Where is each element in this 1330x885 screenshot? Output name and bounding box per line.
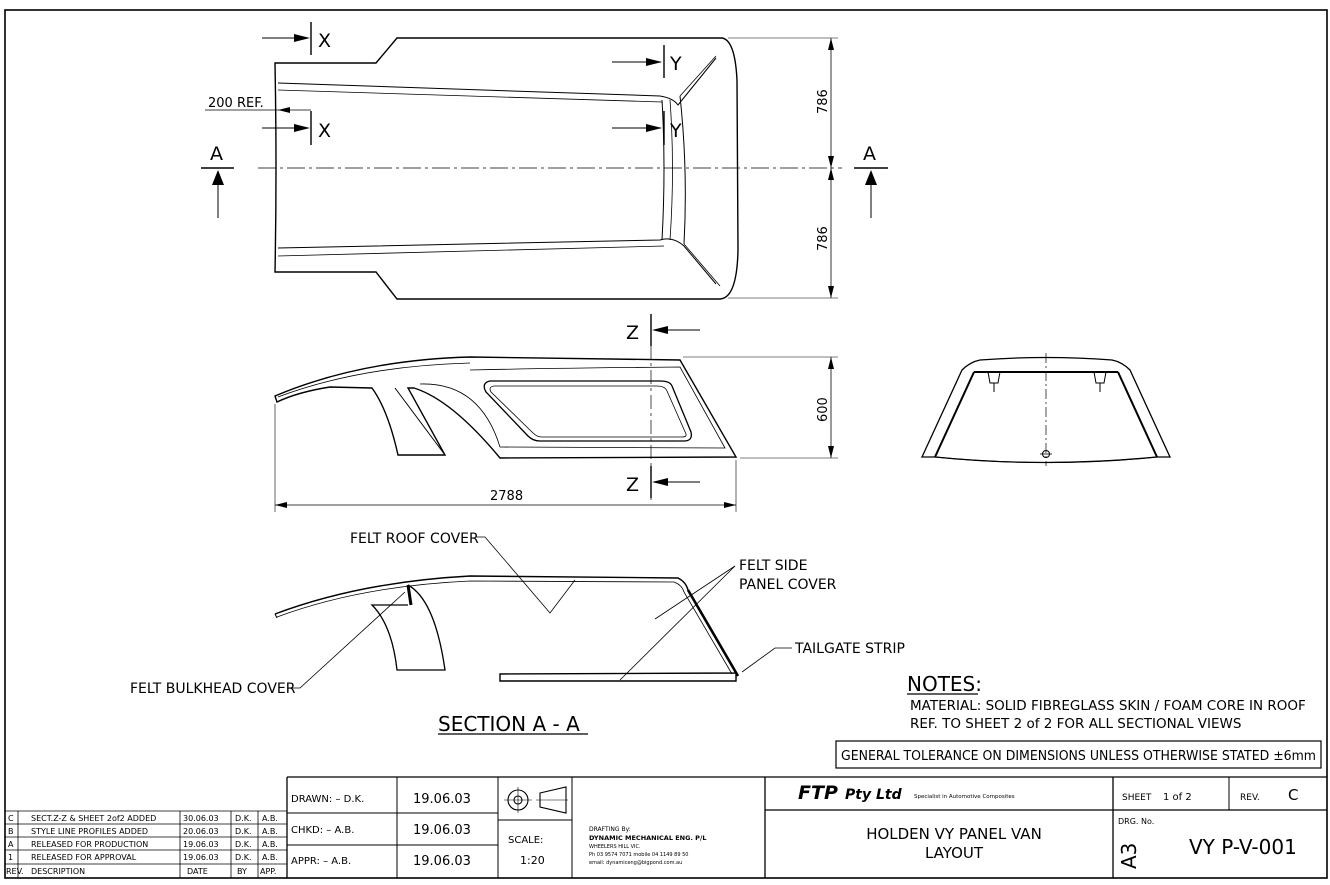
rev-row-1-app: A.B. bbox=[262, 853, 278, 862]
rev-value: C bbox=[1288, 786, 1298, 804]
title-block bbox=[286, 776, 1327, 878]
rev-row-1-rev: 1 bbox=[8, 853, 13, 862]
rev-row-b-rev: B bbox=[8, 827, 14, 836]
drawing-number: VY P-V-001 bbox=[1189, 835, 1297, 859]
rev-header-date: DATE bbox=[187, 867, 208, 876]
rev-row-1-date: 19.06.03 bbox=[183, 853, 219, 862]
tailgate-strip-label: TAILGATE STRIP bbox=[794, 641, 905, 657]
company-suffix: Pty Ltd bbox=[845, 787, 903, 803]
checked-by: CHKD: – A.B. bbox=[291, 825, 354, 836]
side-window bbox=[483, 380, 692, 442]
section-title: SECTION A - A bbox=[438, 712, 580, 736]
drawing-title-line-2: LAYOUT bbox=[925, 844, 984, 862]
notes-line-1: MATERIAL: SOLID FIBREGLASS SKIN / FOAM C… bbox=[910, 698, 1306, 714]
felt-bulkhead-cover-label: FELT BULKHEAD COVER bbox=[130, 681, 296, 697]
dim-lower-786: 786 bbox=[816, 226, 831, 251]
scale-value: 1:20 bbox=[520, 854, 545, 867]
side-outline bbox=[274, 356, 738, 459]
section-a-right-label: A bbox=[863, 143, 876, 165]
rev-row-b-by: D.K. bbox=[235, 827, 252, 836]
drawing-title-line-1: HOLDEN VY PANEL VAN bbox=[866, 825, 1042, 843]
section-x-top-label: X bbox=[318, 30, 331, 52]
rev-row-b-date: 20.06.03 bbox=[183, 827, 219, 836]
plan-view bbox=[201, 22, 888, 300]
sheet-border bbox=[4, 9, 1328, 879]
felt-side-panel-label-2: PANEL COVER bbox=[739, 577, 837, 593]
checked-date: 19.06.03 bbox=[413, 823, 471, 838]
section-y-bottom-label: Y bbox=[669, 120, 682, 142]
notes-line-2: REF. TO SHEET 2 of 2 FOR ALL SECTIONAL V… bbox=[910, 716, 1241, 732]
drafting-location: WHEELERS HILL VIC. bbox=[589, 844, 641, 850]
side-view bbox=[274, 314, 838, 512]
approved-by: APPR: – A.B. bbox=[291, 856, 351, 867]
section-a-left-label: A bbox=[210, 143, 223, 165]
drawn-by: DRAWN: – D.K. bbox=[291, 794, 364, 805]
ref-dimension-label: 200 REF. bbox=[208, 96, 264, 111]
drafting-phone: Ph 03 9574 7071 mobile 04 1149 89 50 bbox=[589, 852, 688, 858]
sheet-value: 1 of 2 bbox=[1163, 792, 1192, 803]
approved-date: 19.06.03 bbox=[413, 854, 471, 869]
sheet-label: SHEET bbox=[1122, 793, 1152, 803]
scale-label: SCALE: bbox=[508, 835, 543, 846]
section-a-a bbox=[274, 536, 792, 735]
rev-row-c-app: A.B. bbox=[262, 814, 278, 823]
rev-label: REV. bbox=[1240, 793, 1260, 803]
rev-header-app: APP. bbox=[260, 867, 276, 876]
section-y-top-label: Y bbox=[669, 53, 682, 75]
revision-rows: C SECT.Z-Z & SHEET 2of2 ADDED 30.06.03 D… bbox=[6, 814, 278, 876]
company-tagline: Specialist in Automotive Composites bbox=[914, 794, 1015, 800]
tolerance-note: GENERAL TOLERANCE ON DIMENSIONS UNLESS O… bbox=[841, 748, 1316, 764]
rev-row-b-desc: STYLE LINE PROFILES ADDED bbox=[31, 827, 148, 836]
rev-header-by: BY bbox=[237, 867, 247, 876]
drawn-date: 19.06.03 bbox=[413, 792, 471, 807]
rev-row-a-desc: RELEASED FOR PRODUCTION bbox=[31, 840, 148, 849]
dim-height-600: 600 bbox=[816, 397, 831, 422]
rev-row-a-app: A.B. bbox=[262, 840, 278, 849]
rev-row-1-by: D.K. bbox=[235, 853, 252, 862]
rev-row-a-rev: A bbox=[8, 840, 14, 849]
tolerance-box bbox=[835, 740, 1322, 769]
rev-row-1-desc: RELEASED FOR APPROVAL bbox=[31, 853, 137, 862]
revision-table bbox=[5, 810, 287, 878]
company-logo: FTP bbox=[798, 782, 838, 804]
drafting-email: email: dynamiceng@bigpond.com.au bbox=[589, 860, 682, 866]
section-z-top-label: Z bbox=[626, 322, 639, 344]
rear-view bbox=[920, 353, 1172, 466]
rev-header-rev: REV. bbox=[6, 867, 24, 876]
felt-roof-cover-label: FELT ROOF COVER bbox=[350, 531, 479, 547]
drawing-number-label: DRG. No. bbox=[1118, 817, 1154, 826]
roof-outline bbox=[274, 37, 739, 300]
section-x-bottom-label: X bbox=[318, 120, 331, 142]
rev-row-b-app: A.B. bbox=[262, 827, 278, 836]
notes-heading: NOTES: bbox=[907, 672, 982, 696]
dim-length-2788: 2788 bbox=[490, 489, 523, 504]
paper-size: A3 bbox=[1117, 843, 1141, 869]
rev-row-c-date: 30.06.03 bbox=[183, 814, 219, 823]
felt-side-panel-label-1: FELT SIDE bbox=[739, 558, 807, 574]
rev-row-c-rev: C bbox=[8, 814, 14, 823]
rev-row-a-by: D.K. bbox=[235, 840, 252, 849]
rev-row-c-desc: SECT.Z-Z & SHEET 2of2 ADDED bbox=[31, 814, 156, 823]
drafting-company: DYNAMIC MECHANICAL ENG. P/L bbox=[589, 834, 706, 842]
section-z-bottom-label: Z bbox=[626, 474, 639, 496]
rev-row-a-date: 19.06.03 bbox=[183, 840, 219, 849]
drafting-by-label: DRAFTING By: bbox=[589, 826, 631, 833]
dim-upper-786: 786 bbox=[816, 89, 831, 114]
rev-row-c-by: D.K. bbox=[235, 814, 252, 823]
rev-header-desc: DESCRIPTION bbox=[31, 867, 85, 876]
